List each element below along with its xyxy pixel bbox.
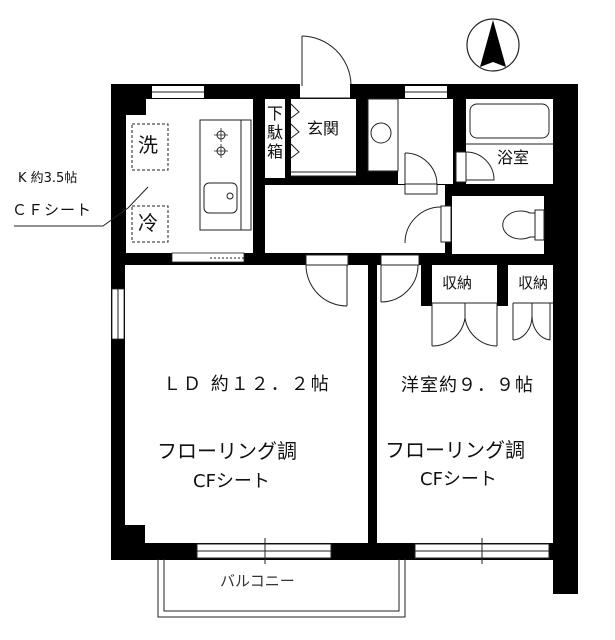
kitchen-label: K 約3.5帖 xyxy=(18,171,78,186)
kitchen-leader-line xyxy=(14,186,149,227)
balcony-railing xyxy=(157,559,406,618)
bathroom-door-icon xyxy=(455,151,495,183)
bedroom-lower-corner xyxy=(553,526,578,594)
window-kitchen-top xyxy=(152,86,204,98)
shoe-box xyxy=(265,99,285,178)
kitchen-counter xyxy=(199,119,252,231)
storage-1 xyxy=(432,266,497,303)
living-door-icon xyxy=(305,254,349,307)
window-living-bottom xyxy=(196,538,332,564)
shoe-box-label: 下 駄 箱 xyxy=(266,104,283,161)
kitchen-room-upper xyxy=(146,99,253,119)
washbasin-icon xyxy=(367,98,399,172)
living-floor-line2: CFシート xyxy=(193,471,270,492)
bedroom-title: 洋室約９．９帖 xyxy=(401,375,534,396)
bathtub-icon xyxy=(466,103,553,145)
window-living-left xyxy=(111,288,125,340)
washroom xyxy=(398,99,453,184)
entrance-label: 玄関 xyxy=(307,119,340,138)
kitchen-floor-label: ＣＦシート xyxy=(12,201,93,219)
hall xyxy=(265,185,445,253)
window-kitchen-bottom xyxy=(171,252,245,263)
storage-divider-1 xyxy=(421,264,432,306)
compass-north-icon xyxy=(466,18,520,72)
fridge-label: 冷 xyxy=(138,211,158,235)
living-bedroom-partition xyxy=(368,255,377,560)
entrance-room xyxy=(291,99,356,176)
window-bedroom-bottom xyxy=(414,538,550,564)
toilet-door-icon xyxy=(404,205,452,244)
entry-door-icon xyxy=(300,35,352,99)
washer-label: 洗 xyxy=(138,133,158,157)
washroom-door-icon xyxy=(404,152,438,195)
living-dining-room xyxy=(125,265,368,543)
living-room-title: ＬＤ 約１２．２帖 xyxy=(163,374,331,395)
shoe-box-doors xyxy=(290,103,356,177)
fridge-space xyxy=(131,205,169,243)
toilet-icon xyxy=(502,209,545,241)
bedroom-floor-line2: CFシート xyxy=(420,469,497,490)
storage-2-label: 収納 xyxy=(518,274,549,292)
washer-space xyxy=(131,123,169,171)
window-washroom-top xyxy=(405,86,447,98)
living-lower-corner xyxy=(111,525,145,560)
balcony-label: バルコニー xyxy=(220,572,295,590)
storage-1-doors xyxy=(431,302,498,347)
bathroom-label: 浴室 xyxy=(497,148,530,167)
storage-divider-2 xyxy=(497,264,508,306)
living-floor-line1: フローリング調 xyxy=(157,439,297,463)
storage-2 xyxy=(508,266,553,303)
storage-1-label: 収納 xyxy=(442,274,473,292)
bedroom-door-icon xyxy=(380,254,420,303)
right-wall-column xyxy=(555,84,578,594)
bedroom-floor-line1: フローリング調 xyxy=(385,438,525,462)
storage-2-doors xyxy=(512,302,553,341)
